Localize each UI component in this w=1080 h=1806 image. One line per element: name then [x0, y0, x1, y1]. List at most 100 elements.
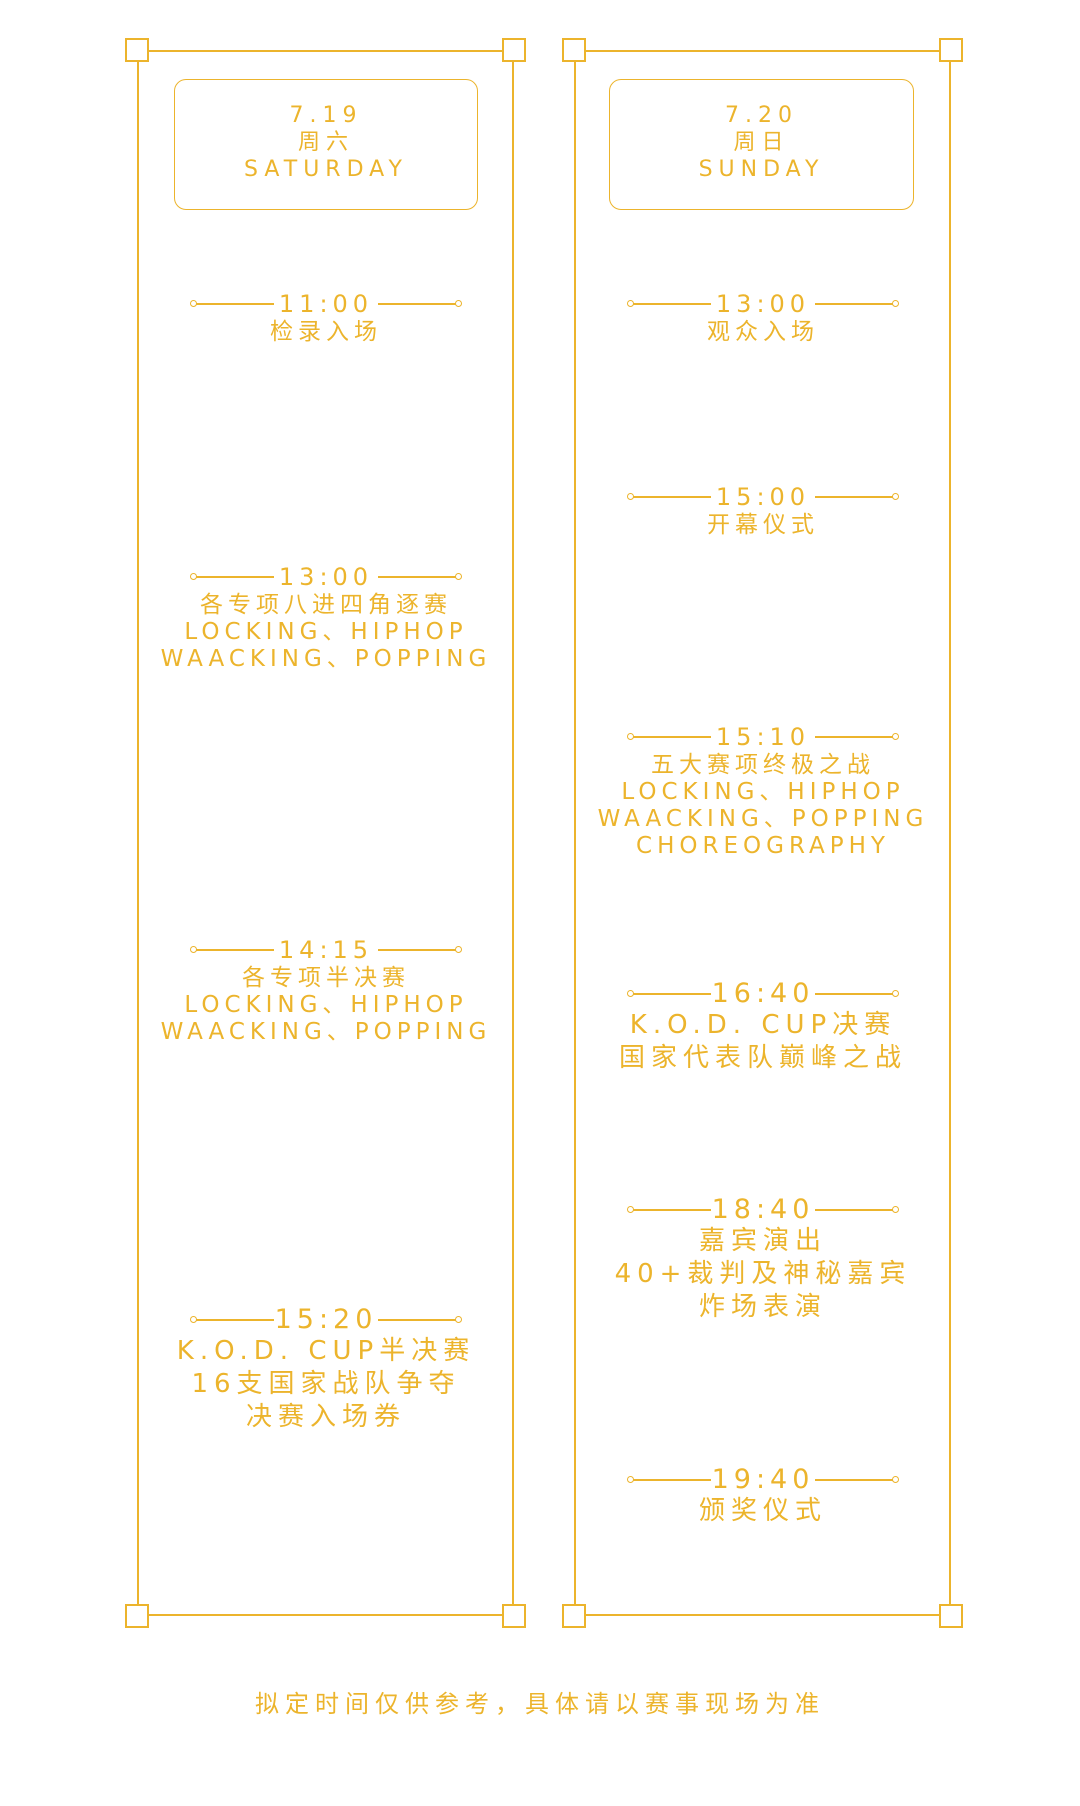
event-text-line: 五大赛项终极之战 [651, 752, 875, 778]
date-header-saturday: 7.19 周六 SATURDAY [174, 79, 478, 210]
event-text-line: LOCKING、HIPHOP [621, 779, 905, 805]
time-rule-right [378, 576, 456, 578]
time-rule-left [633, 1479, 711, 1481]
event-text-line: LOCKING、HIPHOP [184, 619, 468, 645]
event-text-line: 炸场表演 [698, 1292, 827, 1322]
event-text-line: 检录入场 [270, 319, 382, 345]
time-rule-left [196, 949, 274, 951]
event-time: 15:00 [715, 483, 811, 511]
frame-corner [502, 38, 526, 62]
date-text: 7.20 [725, 103, 798, 128]
event-time: 14:15 [278, 936, 374, 964]
time-rule-right [815, 1479, 893, 1481]
time-rule-right [378, 949, 456, 951]
date-header-sunday: 7.20 周日 SUNDAY [609, 79, 914, 210]
event-time-row: 19:40 [593, 1465, 933, 1495]
event-text-line: WAACKING、POPPING [597, 806, 929, 832]
rule-end-dot [892, 1206, 899, 1213]
frame-corner [502, 1604, 526, 1628]
time-rule-left [633, 303, 711, 305]
event-time: 15:20 [274, 1304, 378, 1335]
event-text-line: 各专项半决赛 [242, 965, 410, 991]
event-time-row: 13:00 [156, 562, 496, 592]
schedule-frame-sunday [574, 50, 951, 1616]
event-text-line: 国家代表队巅峰之战 [618, 1043, 907, 1073]
weekday-en: SATURDAY [244, 157, 408, 182]
event-time-row: 14:15 [156, 935, 496, 965]
event-time-row: 15:20 [156, 1305, 496, 1335]
event-text-line: 颁奖仪式 [698, 1496, 827, 1526]
rule-end-dot [455, 573, 462, 580]
event-time: 15:10 [715, 723, 811, 751]
time-rule-right [815, 993, 893, 995]
event-text-line: 16支国家战队争夺 [191, 1369, 461, 1399]
event-text-line: 观众入场 [707, 319, 819, 345]
frame-corner [939, 38, 963, 62]
event-time-row: 13:00 [593, 289, 933, 319]
event-time-row: 15:00 [593, 482, 933, 512]
time-rule-right [378, 1319, 456, 1321]
event-text-line: CHOREOGRAPHY [636, 833, 890, 859]
time-rule-right [815, 496, 893, 498]
event-text-line: 各专项八进四角逐赛 [200, 592, 452, 618]
schedule-frame-saturday [137, 50, 514, 1616]
event-text-line: WAACKING、POPPING [160, 1019, 492, 1045]
event-time: 16:40 [711, 978, 815, 1009]
rule-end-dot [892, 300, 899, 307]
rule-end-dot [455, 1316, 462, 1323]
event-time: 11:00 [278, 290, 374, 318]
time-rule-right [815, 303, 893, 305]
event-time: 19:40 [711, 1464, 815, 1495]
rule-end-dot [892, 733, 899, 740]
frame-corner [562, 38, 586, 62]
event-text-line: K.O.D. CUP决赛 [629, 1010, 897, 1040]
event-text-line: 决赛入场券 [245, 1402, 406, 1432]
weekday-cn: 周六 [297, 130, 354, 155]
disclaimer-footer: 拟定时间仅供参考，具体请以赛事现场为准 [255, 1690, 825, 1718]
event-time-row: 16:40 [593, 979, 933, 1009]
event-time-row: 18:40 [593, 1195, 933, 1225]
event-time-row: 11:00 [156, 289, 496, 319]
frame-corner [125, 38, 149, 62]
event-time-row: 15:10 [593, 722, 933, 752]
rule-end-dot [455, 946, 462, 953]
event-text-line: WAACKING、POPPING [160, 646, 492, 672]
time-rule-left [633, 736, 711, 738]
event-time: 13:00 [715, 290, 811, 318]
rule-end-dot [892, 1476, 899, 1483]
event-text-line: 40+裁判及神秘嘉宾 [614, 1259, 912, 1289]
event-text-line: 开幕仪式 [707, 512, 819, 538]
time-rule-left [196, 303, 274, 305]
rule-end-dot [892, 990, 899, 997]
frame-corner [562, 1604, 586, 1628]
weekday-cn: 周日 [733, 130, 790, 155]
time-rule-left [196, 576, 274, 578]
event-time: 18:40 [711, 1194, 815, 1225]
frame-corner [125, 1604, 149, 1628]
event-text-line: 嘉宾演出 [698, 1226, 827, 1256]
time-rule-left [196, 1319, 274, 1321]
rule-end-dot [892, 493, 899, 500]
time-rule-left [633, 993, 711, 995]
rule-end-dot [455, 300, 462, 307]
frame-corner [939, 1604, 963, 1628]
weekday-en: SUNDAY [698, 157, 825, 182]
time-rule-right [815, 1209, 893, 1211]
time-rule-left [633, 1209, 711, 1211]
time-rule-right [378, 303, 456, 305]
event-text-line: K.O.D. CUP半决赛 [176, 1336, 476, 1366]
event-time: 13:00 [278, 563, 374, 591]
event-text-line: LOCKING、HIPHOP [184, 992, 468, 1018]
time-rule-left [633, 496, 711, 498]
date-text: 7.19 [289, 103, 363, 128]
